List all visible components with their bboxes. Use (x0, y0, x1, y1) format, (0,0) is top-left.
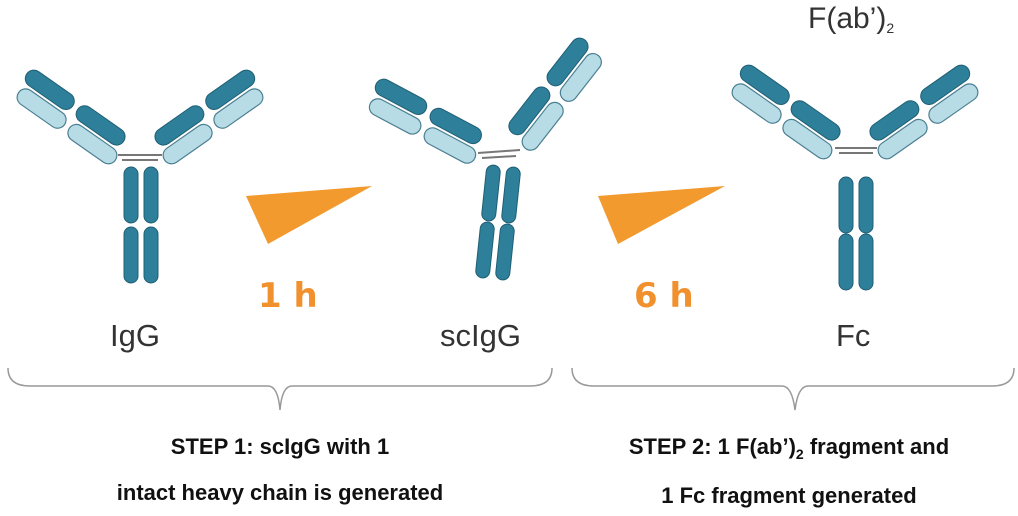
step1-line2: intact heavy chain is generated (116, 480, 444, 505)
fc-label: Fc (836, 318, 871, 353)
fab2-label-prefix: F(ab’) (808, 2, 887, 35)
step1-line1: STEP 1: scIgG with 1 (170, 434, 390, 459)
step2-line1-start: STEP 2: 1 F(ab’) (628, 434, 796, 459)
step2-description: STEP 2: 1 F(ab’)2 fragment and 1 Fc frag… (560, 436, 1018, 507)
fab2-fragment-icon (728, 61, 982, 163)
fab2-label-subscript: 2 (886, 20, 895, 36)
fab2-label: F(ab’)2 (808, 2, 894, 36)
step2-line1-subscript: 2 (795, 446, 804, 462)
scigg-label: scIgG (440, 318, 521, 353)
time-wedge-step1 (246, 186, 372, 244)
step2-line1: STEP 2: 1 F(ab’)2 fragment and (560, 434, 1018, 462)
scigg-antibody-icon (365, 34, 606, 282)
igg-antibody-icon (13, 66, 267, 284)
igg-label: IgG (110, 318, 160, 353)
fc-fragment-icon (838, 176, 874, 291)
time-step1: 1 h (258, 276, 318, 316)
step2-line2: 1 Fc fragment generated (661, 483, 917, 508)
time-step2: 6 h (634, 276, 694, 316)
step2-line1-end: fragment and (803, 434, 950, 459)
step1-description: STEP 1: scIgG with 1 intact heavy chain … (10, 436, 550, 504)
bracket-step1 (7, 367, 553, 411)
bracket-step2 (571, 367, 1015, 411)
time-wedge-step2 (598, 186, 725, 244)
